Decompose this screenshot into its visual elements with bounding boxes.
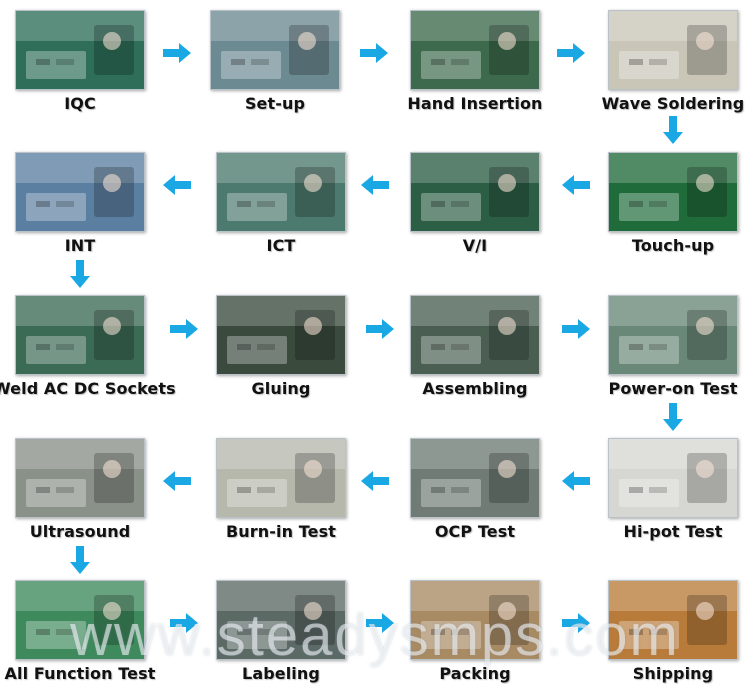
step-label: Ultrasound (29, 522, 131, 541)
arrow-left-icon (562, 470, 590, 492)
packing-photo-icon (410, 580, 540, 660)
arrow-down-icon (662, 116, 684, 144)
gluing-photo-icon (216, 295, 346, 375)
arrow-right-icon (562, 318, 590, 340)
step-label: Hi-pot Test (623, 522, 723, 541)
arrow-right-icon (366, 612, 394, 634)
arrow-right-icon (170, 318, 198, 340)
step-label: Power-on Test (608, 379, 738, 398)
step-label: Hand Insertion (407, 94, 543, 113)
step-label: ICT (266, 236, 296, 255)
burn-in-rack-photo-icon (216, 438, 346, 518)
step-label: Touch-up (631, 236, 715, 255)
step-label: Gluing (251, 379, 311, 398)
step-label: Labeling (242, 664, 320, 683)
arrow-down-icon (662, 403, 684, 431)
step-label: OCP Test (434, 522, 516, 541)
ultrasonic-welder-photo-icon (15, 438, 145, 518)
power-test-photo-icon (608, 295, 738, 375)
function-tester-photo-icon (15, 580, 145, 660)
step-label: Assembling (422, 379, 528, 398)
arrow-left-icon (562, 174, 590, 196)
step-label: Wave Soldering (601, 94, 745, 113)
step-label: All Function Test (4, 664, 156, 683)
arrow-left-icon (361, 470, 389, 492)
arrow-right-icon (557, 42, 585, 64)
arrow-right-icon (360, 42, 388, 64)
arrow-left-icon (163, 470, 191, 492)
arrow-down-icon (69, 260, 91, 288)
labeling-photo-icon (216, 580, 346, 660)
ict-tester-photo-icon (216, 152, 346, 232)
arrow-right-icon (170, 612, 198, 634)
soldering-machine-photo-icon (608, 10, 738, 90)
arrow-right-icon (163, 42, 191, 64)
arrow-right-icon (562, 612, 590, 634)
machine-setup-photo-icon (210, 10, 340, 90)
hipot-tester-photo-icon (608, 438, 738, 518)
step-label: Weld AC DC Sockets (0, 379, 176, 398)
arrow-down-icon (69, 546, 91, 574)
socket-welding-photo-icon (15, 295, 145, 375)
step-label: IQC (64, 94, 96, 113)
inspection-photo-icon (15, 10, 145, 90)
step-label: Burn-in Test (226, 522, 336, 541)
shipping-container-photo-icon (608, 580, 738, 660)
ocp-tester-photo-icon (410, 438, 540, 518)
arrow-left-icon (163, 174, 191, 196)
step-label: Shipping (632, 664, 714, 683)
arrow-left-icon (361, 174, 389, 196)
assembling-photo-icon (410, 295, 540, 375)
step-label: INT (64, 236, 96, 255)
test-bench-photo-icon (15, 152, 145, 232)
step-label: Packing (439, 664, 511, 683)
visual-inspection-photo-icon (410, 152, 540, 232)
pcb-touchup-photo-icon (608, 152, 738, 232)
assembly-line-photo-icon (410, 10, 540, 90)
step-label: V/I (462, 236, 488, 255)
arrow-right-icon (366, 318, 394, 340)
step-label: Set-up (244, 94, 306, 113)
